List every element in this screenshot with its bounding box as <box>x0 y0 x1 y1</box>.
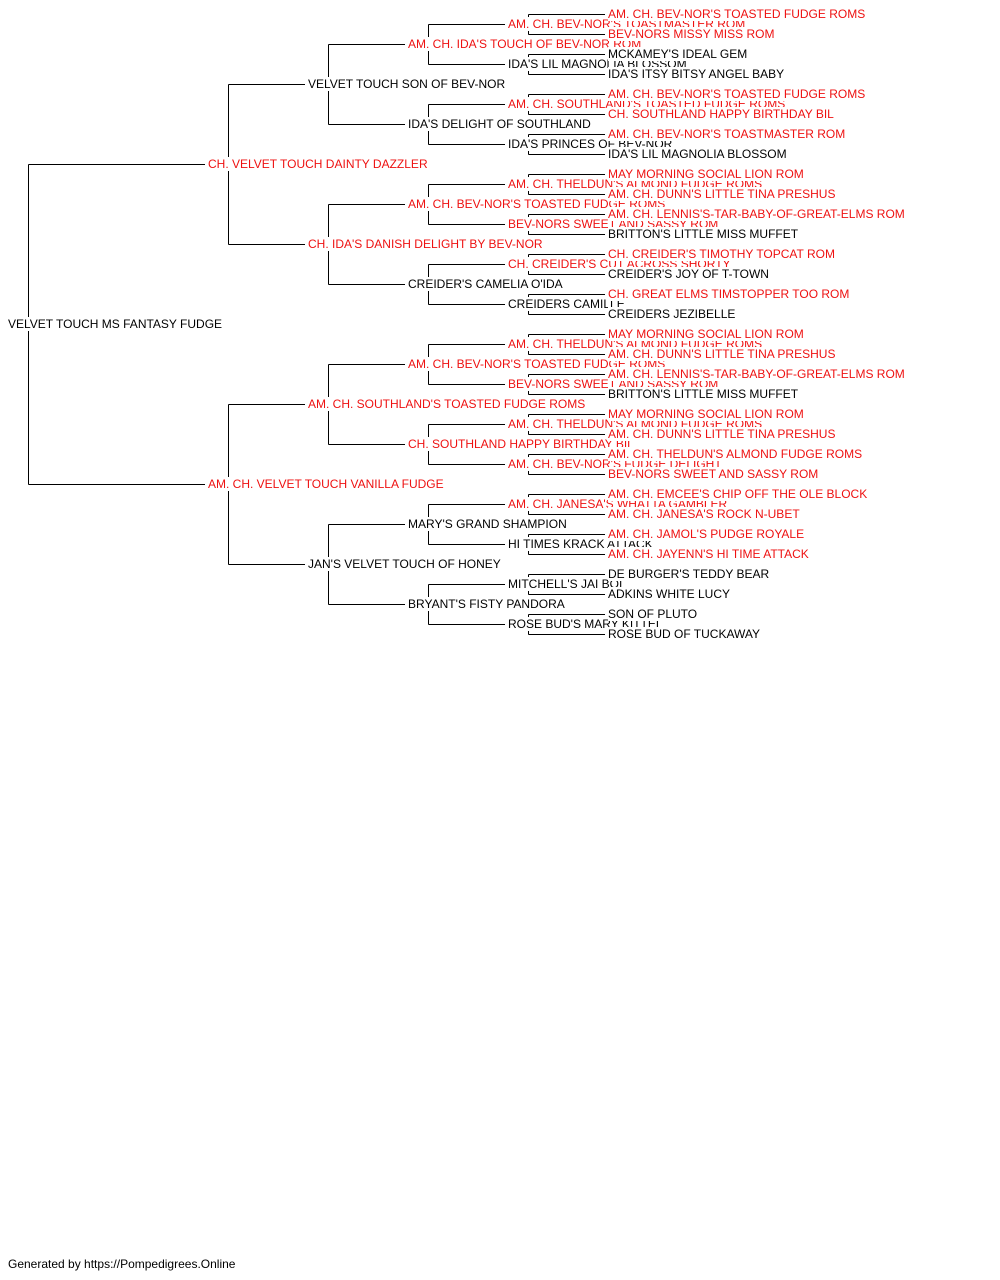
ggg-grandparent-name: BEV-NORS MISSY MISS ROM <box>608 27 777 41</box>
parent-name: AM. CH. VELVET TOUCH VANILLA FUDGE <box>208 477 446 491</box>
ggg-grandparent-name: CREIDERS JEZIBELLE <box>608 307 738 321</box>
grandparent-name: VELVET TOUCH SON OF BEV-NOR <box>308 77 508 91</box>
ggg-grandparent-name: AM. CH. JAYENN'S HI TIME ATTACK <box>608 547 811 561</box>
ggg-grandparent-name: AM. CH. EMCEE'S CHIP OFF THE OLE BLOCK <box>608 487 870 501</box>
great-grandparent-name: AM. CH. BEV-NOR'S TOASTED FUDGE ROMS <box>408 357 668 371</box>
ggg-grandparent-name: CH. GREAT ELMS TIMSTOPPER TOO ROM <box>608 287 852 301</box>
ggg-grandparent-name: AM. CH. JAMOL'S PUDGE ROYALE <box>608 527 807 541</box>
ggg-grandparent-name: MAY MORNING SOCIAL LION ROM <box>608 167 806 181</box>
ggg-grandparent-name: AM. CH. BEV-NOR'S TOASTED FUDGE ROMS <box>608 87 868 101</box>
ggg-grandparent-name: AM. CH. BEV-NOR'S TOASTMASTER ROM <box>608 127 848 141</box>
great-grandparent-name: BRYANT'S FISTY PANDORA <box>408 597 567 611</box>
ggg-grandparent-name: BRITTON'S LITTLE MISS MUFFET <box>608 387 801 401</box>
ggg-grandparent-name: AM. CH. LENNIS'S-TAR-BABY-OF-GREAT-ELMS … <box>608 367 907 381</box>
gg-grandparent-name: CREIDERS CAMILLE <box>508 297 627 311</box>
ggg-grandparent-name: AM. CH. DUNN'S LITTLE TINA PRESHUS <box>608 347 838 361</box>
ggg-grandparent-name: AM. CH. DUNN'S LITTLE TINA PRESHUS <box>608 427 838 441</box>
great-grandparent-name: CH. SOUTHLAND HAPPY BIRTHDAY BIL <box>408 437 636 451</box>
ggg-grandparent-name: AM. CH. LENNIS'S-TAR-BABY-OF-GREAT-ELMS … <box>608 207 907 221</box>
ggg-grandparent-name: CREIDER'S JOY OF T-TOWN <box>608 267 771 281</box>
gg-grandparent-name: MITCHELL'S JAI BOI <box>508 577 625 591</box>
grandparent-name: CH. IDA'S DANISH DELIGHT BY BEV-NOR <box>308 237 545 251</box>
ggg-grandparent-name: MCKAMEY'S IDEAL GEM <box>608 47 750 61</box>
ggg-grandparent-name: IDA'S LIL MAGNOLIA BLOSSOM <box>608 147 789 161</box>
ggg-grandparent-name: AM. CH. THELDUN'S ALMOND FUDGE ROMS <box>608 447 865 461</box>
ggg-grandparent-name: AM. CH. BEV-NOR'S TOASTED FUDGE ROMS <box>608 7 868 21</box>
ggg-grandparent-name: AM. CH. JANESA'S ROCK N-UBET <box>608 507 802 521</box>
great-grandparent-name: MARY'S GRAND SHAMPION <box>408 517 569 531</box>
great-grandparent-name: AM. CH. IDA'S TOUCH OF BEV-NOR ROM <box>408 37 644 51</box>
ggg-grandparent-name: ROSE BUD OF TUCKAWAY <box>608 627 763 641</box>
generated-by-footer: Generated by https://Pompedigrees.Online <box>8 1257 236 1271</box>
ggg-grandparent-name: BEV-NORS SWEET AND SASSY ROM <box>608 467 821 481</box>
ggg-grandparent-name: BRITTON'S LITTLE MISS MUFFET <box>608 227 801 241</box>
ggg-grandparent-name: CH. SOUTHLAND HAPPY BIRTHDAY BIL <box>608 107 836 121</box>
ggg-grandparent-name: MAY MORNING SOCIAL LION ROM <box>608 327 806 341</box>
great-grandparent-name: CREIDER'S CAMELIA O'IDA <box>408 277 565 291</box>
ggg-grandparent-name: CH. CREIDER'S TIMOTHY TOPCAT ROM <box>608 247 837 261</box>
ggg-grandparent-name: ADKINS WHITE LUCY <box>608 587 733 601</box>
ggg-grandparent-name: SON OF PLUTO <box>608 607 700 621</box>
great-grandparent-name: IDA'S DELIGHT OF SOUTHLAND <box>408 117 593 131</box>
subject-name: VELVET TOUCH MS FANTASY FUDGE <box>8 317 225 331</box>
ggg-grandparent-name: DE BURGER'S TEDDY BEAR <box>608 567 772 581</box>
grandparent-name: AM. CH. SOUTHLAND'S TOASTED FUDGE ROMS <box>308 397 588 411</box>
ggg-grandparent-name: IDA'S ITSY BITSY ANGEL BABY <box>608 67 787 81</box>
grandparent-name: JAN'S VELVET TOUCH OF HONEY <box>308 557 503 571</box>
parent-name: CH. VELVET TOUCH DAINTY DAZZLER <box>208 157 430 171</box>
great-grandparent-name: AM. CH. BEV-NOR'S TOASTED FUDGE ROMS <box>408 197 668 211</box>
ggg-grandparent-name: AM. CH. DUNN'S LITTLE TINA PRESHUS <box>608 187 838 201</box>
ggg-grandparent-name: MAY MORNING SOCIAL LION ROM <box>608 407 806 421</box>
